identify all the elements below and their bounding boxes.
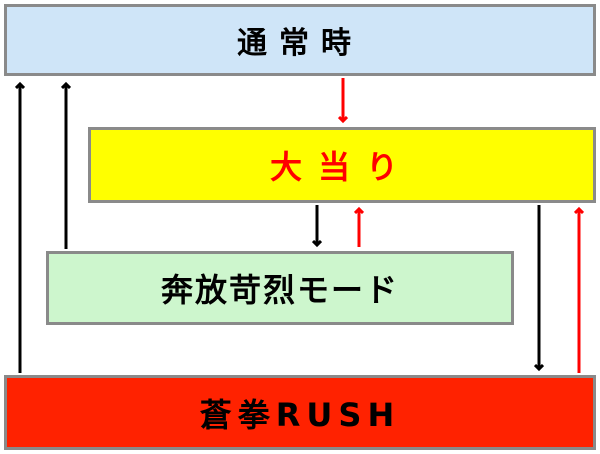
state-label-mode: 奔放苛烈モード (160, 271, 399, 309)
state-box-rush: 蒼拳RUSH (4, 375, 596, 450)
state-box-mode: 奔放苛烈モード (46, 251, 514, 325)
state-label-rush: 蒼拳RUSH (199, 395, 401, 434)
state-label-normal: 通常時 (237, 26, 363, 61)
state-label-jackpot: 大当り (269, 148, 414, 186)
state-box-normal: 通常時 (4, 4, 596, 76)
state-box-jackpot: 大当り (88, 127, 596, 203)
